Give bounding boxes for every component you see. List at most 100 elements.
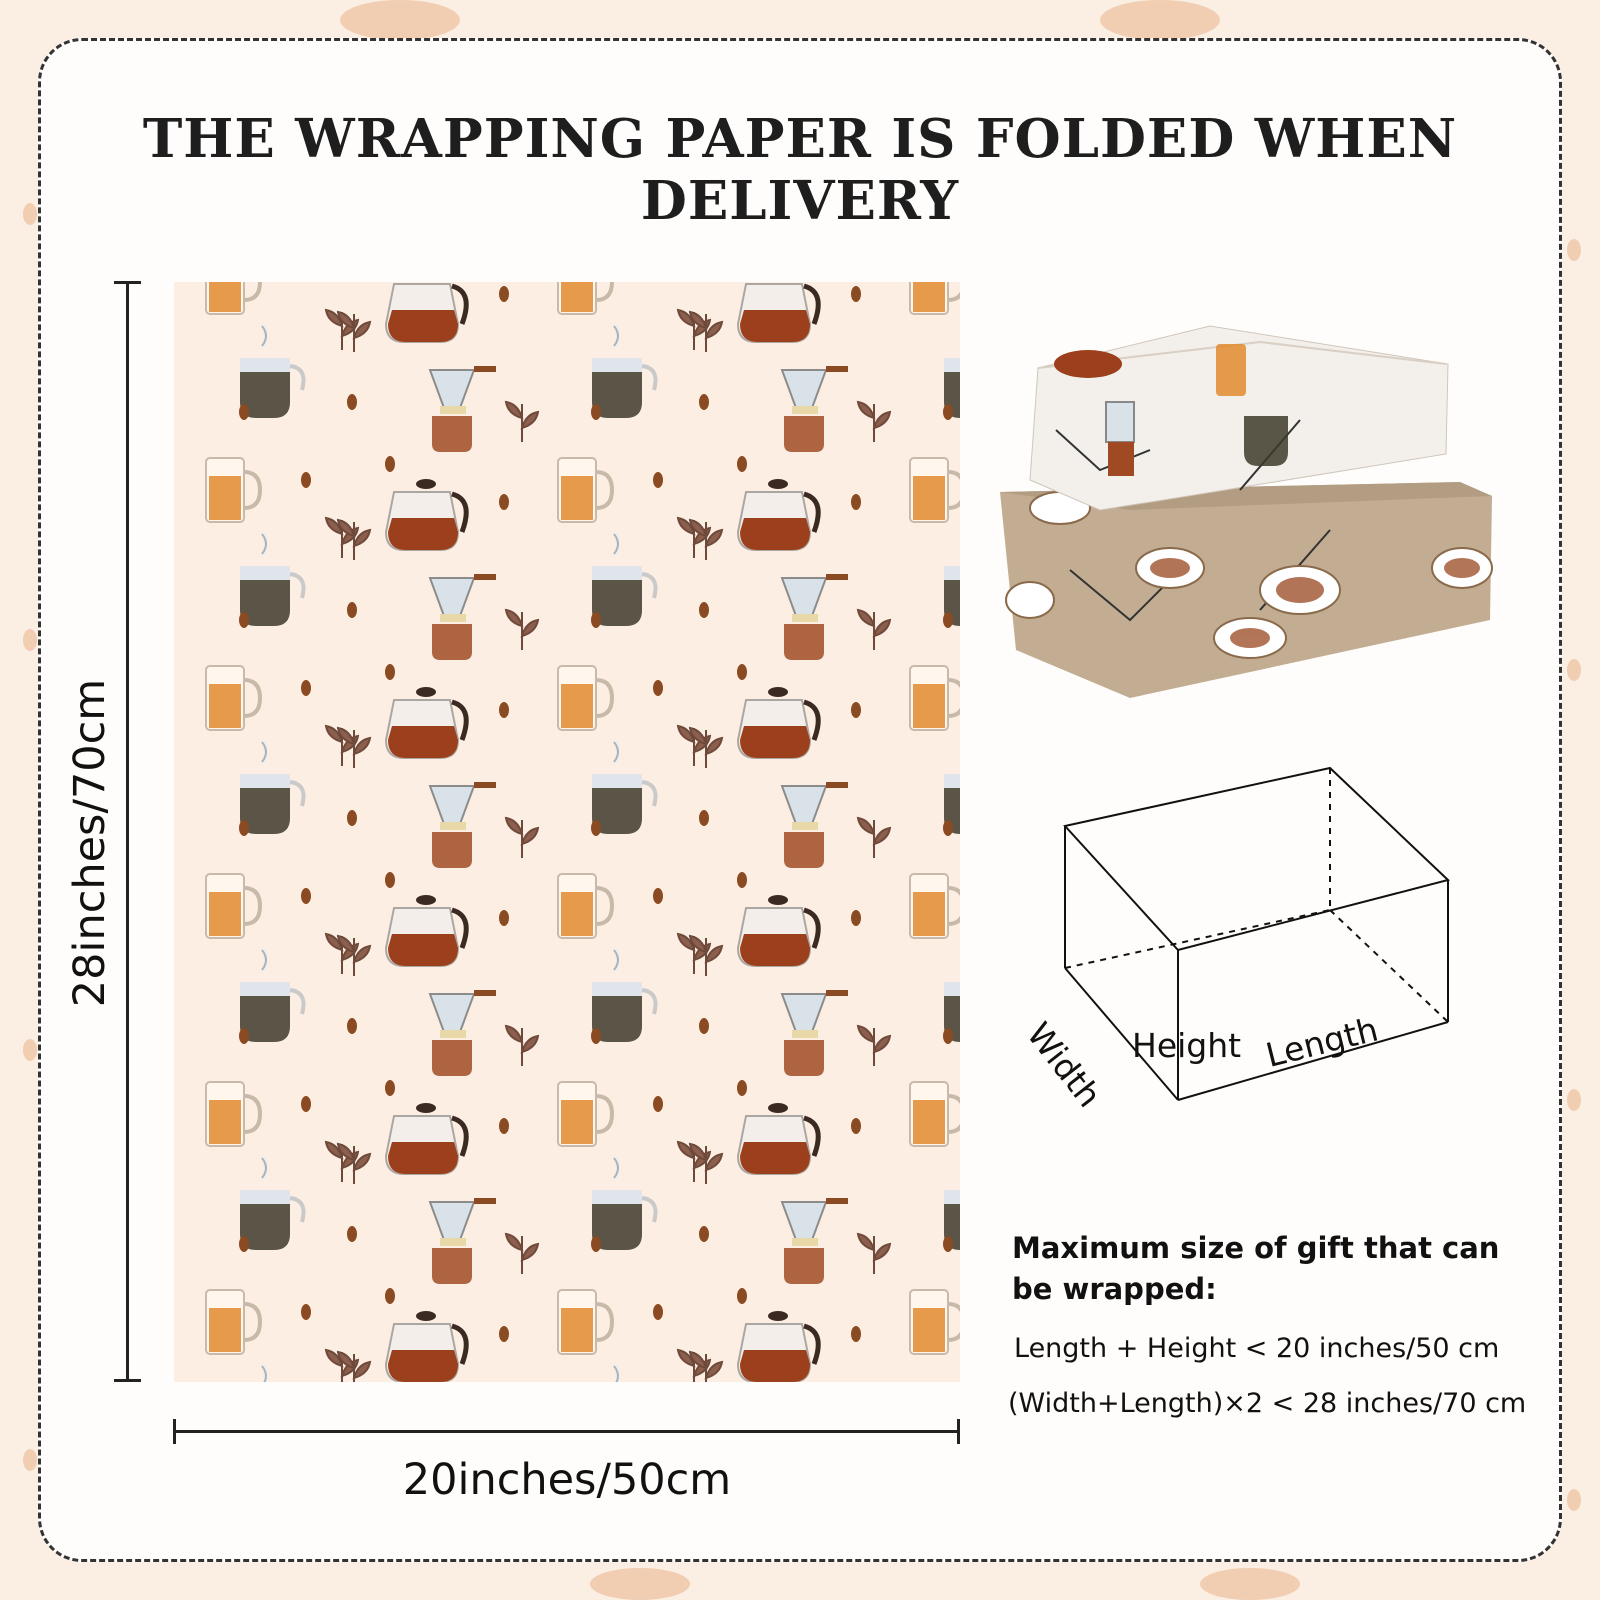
jug-icon	[590, 324, 658, 420]
coffee-bean-icon	[699, 394, 709, 410]
coffee-bean-icon	[591, 612, 601, 628]
jug-icon	[238, 1364, 306, 1382]
beer-mug-icon	[556, 664, 614, 732]
coffee-bean-icon	[301, 680, 311, 696]
coffee-bean-icon	[591, 404, 601, 420]
leaf-icon	[505, 817, 539, 859]
jug-icon	[590, 532, 658, 628]
leaf-icon	[505, 1025, 539, 1067]
beer-mug-icon	[204, 282, 262, 316]
beer-mug-icon	[556, 872, 614, 940]
coffee-bean-icon	[239, 1236, 249, 1252]
wrapped-gift-boxes	[1000, 325, 1493, 698]
beer-mug-icon	[204, 872, 262, 940]
coffee-bean-icon	[943, 820, 953, 836]
coffee-server-icon	[386, 282, 466, 342]
height-dimension-cap-top	[114, 281, 141, 284]
jug-icon	[942, 948, 960, 1044]
width-dimension-line	[174, 1430, 960, 1433]
coffee-bean-icon	[851, 286, 861, 302]
coffee-bean-icon	[347, 810, 357, 826]
coffee-bean-icon	[943, 1236, 953, 1252]
coffee-bean-icon	[737, 456, 747, 472]
leaf-icon	[857, 1025, 891, 1067]
jug-icon	[590, 948, 658, 1044]
beer-mug-icon	[204, 456, 262, 524]
leaf-icon	[505, 401, 539, 443]
coffee-pattern	[204, 282, 960, 1382]
leaf-icon	[505, 609, 539, 651]
coffee-server-icon	[386, 687, 466, 758]
height-dimension-line	[126, 282, 129, 1382]
beer-mug-icon	[908, 1080, 960, 1148]
coffee-bean-icon	[385, 1080, 395, 1096]
beer-mug-icon	[908, 872, 960, 940]
beer-mug-icon	[204, 1288, 262, 1356]
dripper-icon	[781, 365, 849, 453]
coffee-server-icon	[738, 1311, 818, 1382]
jug-icon	[590, 1364, 658, 1382]
coffee-bean-icon	[301, 472, 311, 488]
coffee-bean-icon	[591, 1028, 601, 1044]
box-height-label: Height	[1132, 1026, 1242, 1065]
coffee-server-icon	[738, 1103, 818, 1174]
dripper-icon	[781, 989, 849, 1077]
dripper-icon	[429, 573, 497, 661]
coffee-bean-icon	[499, 494, 509, 510]
coffee-bean-icon	[347, 1018, 357, 1034]
dripper-icon	[781, 781, 849, 869]
coffee-bean-icon	[851, 1326, 861, 1342]
coffee-bean-icon	[699, 602, 709, 618]
coffee-bean-icon	[347, 1226, 357, 1242]
jug-icon	[238, 324, 306, 420]
width-dimension-cap-left	[173, 1419, 176, 1444]
coffee-bean-icon	[301, 1096, 311, 1112]
coffee-bean-icon	[499, 910, 509, 926]
coffee-bean-icon	[347, 602, 357, 618]
coffee-bean-icon	[653, 472, 663, 488]
jug-icon	[590, 740, 658, 836]
coffee-server-icon	[738, 479, 818, 550]
max-size-title: Maximum size of gift that can be wrapped…	[1012, 1231, 1500, 1306]
leaf-icon	[505, 1233, 539, 1275]
coffee-bean-icon	[851, 1118, 861, 1134]
coffee-bean-icon	[699, 1018, 709, 1034]
paper-width-label: 20inches/50cm	[402, 1455, 732, 1505]
coffee-bean-icon	[851, 702, 861, 718]
beer-mug-icon	[556, 456, 614, 524]
jug-icon	[238, 740, 306, 836]
coffee-bean-icon	[653, 1096, 663, 1112]
coffee-server-icon	[386, 1103, 466, 1174]
beer-mug-icon	[908, 282, 960, 316]
beer-mug-icon	[908, 664, 960, 732]
dripper-icon	[429, 1197, 497, 1285]
jug-icon	[238, 1156, 306, 1252]
coffee-bean-icon	[385, 1288, 395, 1304]
coffee-bean-icon	[737, 872, 747, 888]
coffee-bean-icon	[385, 872, 395, 888]
coffee-server-icon	[386, 895, 466, 966]
coffee-bean-icon	[653, 1304, 663, 1320]
wrapping-paper-sheet	[174, 282, 960, 1382]
coffee-bean-icon	[851, 494, 861, 510]
coffee-bean-icon	[499, 1118, 509, 1134]
jug-icon	[590, 1156, 658, 1252]
coffee-bean-icon	[737, 1288, 747, 1304]
coffee-bean-icon	[943, 612, 953, 628]
coffee-bean-icon	[499, 286, 509, 302]
beer-mug-icon	[908, 1288, 960, 1356]
coffee-bean-icon	[301, 1304, 311, 1320]
jug-icon	[238, 948, 306, 1044]
coffee-server-icon	[738, 687, 818, 758]
leaf-icon	[857, 1233, 891, 1275]
jug-icon	[942, 740, 960, 836]
dripper-icon	[429, 989, 497, 1077]
coffee-bean-icon	[737, 664, 747, 680]
dripper-icon	[781, 1197, 849, 1285]
dripper-icon	[429, 781, 497, 869]
box-dimension-diagram	[1063, 766, 1450, 1101]
beer-mug-icon	[556, 1080, 614, 1148]
max-size-rule-1: Length + Height < 20 inches/50 cm	[1014, 1333, 1500, 1364]
coffee-bean-icon	[591, 820, 601, 836]
